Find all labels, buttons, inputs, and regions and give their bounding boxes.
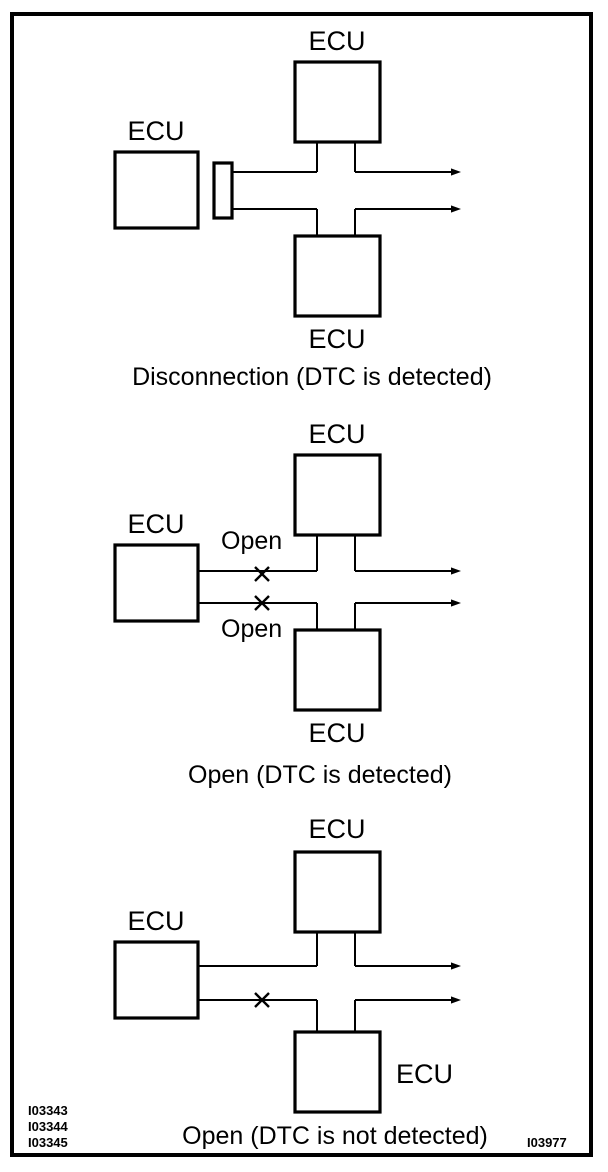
diagram-open-detected: ECU ECU ECU Open [113, 419, 461, 789]
top-ecu-box-1 [293, 60, 382, 144]
bottom-ecu-label-2: ECU [308, 718, 365, 748]
reference-codes-left: I03343 I03344 I03345 [28, 1103, 69, 1150]
open-label-lower-2: Open [221, 615, 282, 643]
top-ecu-box-2 [293, 453, 382, 537]
left-ecu-label-3: ECU [127, 906, 184, 936]
bottom-ecu-box-1 [293, 234, 382, 318]
fault-x-mark-upper-2 [254, 566, 270, 582]
diagram-open-not-detected: ECU ECU ECU Open (DTC is not detected) [113, 814, 488, 1150]
open-label-upper-2: Open [221, 527, 282, 555]
left-ecu-box-1 [113, 150, 200, 230]
left-ecu-box-3 [113, 940, 200, 1020]
bottom-ecu-box-3 [293, 1030, 382, 1114]
bottom-ecu-label-3: ECU [396, 1059, 453, 1089]
caption-open-detected: Open (DTC is detected) [188, 761, 452, 789]
left-ecu-label-2: ECU [127, 509, 184, 539]
fault-x-mark-lower-2 [254, 595, 270, 611]
reference-code-3: I03345 [28, 1135, 68, 1150]
bottom-ecu-label-1: ECU [308, 324, 365, 354]
left-ecu-box-2 [113, 543, 200, 623]
caption-open-not-detected: Open (DTC is not detected) [182, 1122, 488, 1150]
left-ecu-label-1: ECU [127, 116, 184, 146]
top-ecu-label-2: ECU [308, 419, 365, 449]
reference-code-1: I03343 [28, 1103, 68, 1118]
top-ecu-box-3 [293, 850, 382, 934]
connector-block-1 [212, 161, 234, 220]
top-ecu-label-1: ECU [308, 26, 365, 56]
reference-code-2: I03344 [28, 1119, 69, 1134]
top-ecu-label-3: ECU [308, 814, 365, 844]
reference-code-right: I03977 [527, 1135, 567, 1150]
caption-disconnection: Disconnection (DTC is detected) [132, 363, 492, 391]
fault-x-mark-lower-3 [254, 992, 270, 1008]
diagram-disconnection: ECU ECU ECU Disconnection (DTC is detect… [113, 26, 492, 391]
bottom-ecu-box-2 [293, 628, 382, 712]
